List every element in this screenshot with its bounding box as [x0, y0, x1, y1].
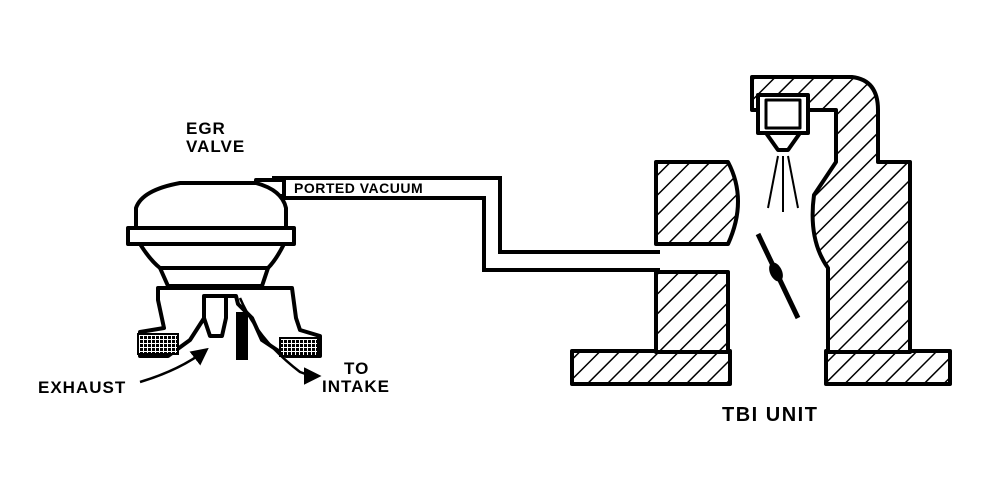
tbi-unit-label: TBI UNIT: [722, 404, 819, 426]
divider-wall: [236, 312, 248, 360]
exhaust-gasket: [137, 333, 179, 355]
tbi-base-right: [824, 349, 952, 386]
tbi-base-left: [570, 349, 732, 386]
exhaust-label: EXHAUST: [38, 378, 127, 397]
diaphragm-cover: [134, 181, 288, 230]
intake-flow-arrow: [238, 297, 322, 385]
ported-vacuum-label: PORTED VACUUM: [294, 180, 424, 196]
fuel-spray: [767, 155, 799, 212]
exhaust-flow-arrow: [139, 347, 209, 384]
tbi-wall-left-upper: [654, 160, 740, 246]
tbi-unit: [570, 75, 952, 386]
tbi-wall-right: [750, 75, 912, 354]
valve-flange: [126, 226, 296, 246]
valve-pintle: [202, 294, 228, 338]
to-intake-line2: INTAKE: [322, 376, 391, 396]
intake-gasket: [279, 337, 319, 357]
injector-nozzle: [764, 131, 802, 152]
egr-valve: [126, 178, 322, 360]
vacuum-hose: [272, 176, 660, 272]
to-intake-line1: TO: [344, 359, 370, 378]
to-intake-label: TO INTAKE: [322, 360, 390, 396]
tbi-wall-left-lower: [654, 270, 730, 354]
egr-valve-label: EGR VALVE: [186, 120, 245, 156]
lower-housing: [138, 242, 286, 270]
throttle-plate: [755, 232, 801, 320]
egr-label-line2: VALVE: [186, 136, 246, 156]
egr-label-line1: EGR: [186, 119, 226, 138]
